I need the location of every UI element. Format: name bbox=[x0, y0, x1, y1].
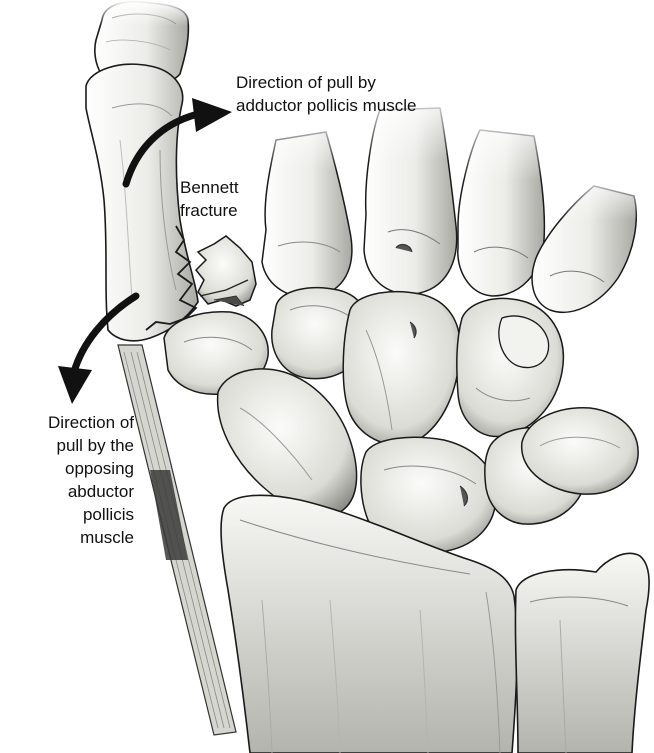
label-line: adductor pollicis muscle bbox=[236, 94, 416, 117]
label-line: abductor bbox=[12, 480, 134, 503]
bennett-fragment bbox=[196, 236, 256, 306]
little-metacarpal bbox=[532, 170, 650, 312]
label-line: fracture bbox=[180, 199, 239, 222]
middle-metacarpal bbox=[362, 90, 462, 294]
label-line: pollicis bbox=[12, 503, 134, 526]
ulna bbox=[515, 553, 649, 753]
adductor-pull-label: Direction of pull by adductor pollicis m… bbox=[236, 71, 416, 117]
label-line: muscle bbox=[12, 526, 134, 549]
index-metacarpal bbox=[262, 110, 362, 297]
label-line: opposing bbox=[12, 457, 134, 480]
bennett-fracture-label: Bennett fracture bbox=[180, 176, 239, 222]
label-line: Direction of pull by bbox=[236, 71, 416, 94]
label-line: Bennett bbox=[180, 176, 239, 199]
abductor-pull-label: Direction of pull by the opposing abduct… bbox=[12, 411, 134, 549]
capitate bbox=[343, 292, 460, 445]
label-line: pull by the bbox=[12, 434, 134, 457]
label-line: Direction of bbox=[12, 411, 134, 434]
scaphoid bbox=[218, 369, 357, 516]
